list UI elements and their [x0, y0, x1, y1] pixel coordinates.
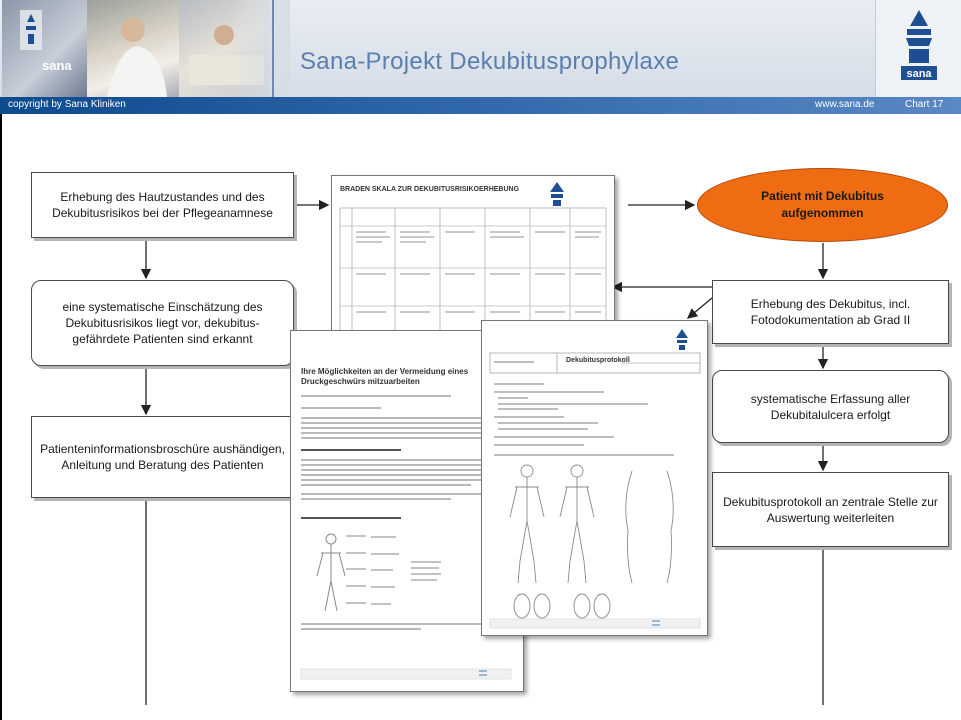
info-bar: copyright by Sana Kliniken www.sana.de C… [0, 97, 961, 114]
flow-left-step2-text: eine systematische Einschätzung des Deku… [62, 300, 263, 346]
header-divider [272, 0, 274, 97]
copyright-text: copyright by Sana Kliniken [8, 99, 126, 110]
header-photo-building: sana [2, 0, 87, 97]
header: sana Sana-Projekt Dekubitusprophylaxe sa… [0, 0, 961, 97]
logo-text: sana [906, 68, 932, 80]
protocol-content-graphic [489, 329, 701, 629]
sana-logo-icon: sana [901, 10, 937, 80]
flow-left-step1: Erhebung des Hautzustandes und des Dekub… [31, 172, 294, 238]
website-link[interactable]: www.sana.de [815, 99, 875, 110]
flow-left-step3: Patienteninformationsbroschüre aushändig… [31, 416, 294, 498]
photo-fade [230, 0, 290, 97]
flow-right-start: Patient mit Dekubitus aufgenommen [697, 168, 948, 242]
brochure-content-graphic [300, 395, 512, 680]
flow-left-step3-text: Patienteninformationsbroschüre aushändig… [40, 442, 285, 472]
flow-left-step2: eine systematische Einschätzung des Deku… [31, 280, 294, 366]
flow-right-step1-text: Erhebung des Dekubitus, incl. Fotodokume… [750, 297, 911, 327]
flow-right-step3-text: Dekubitusprotokoll an zentrale Stelle zu… [723, 494, 938, 525]
flow-right-step3: Dekubitusprotokoll an zentrale Stelle zu… [712, 472, 949, 547]
chart-number: Chart 17 [905, 99, 944, 110]
flow-right-step2-text: systematische Erfassung aller Dekubitalu… [750, 391, 911, 422]
page-title: Sana-Projekt Dekubitusprophylaxe [300, 48, 680, 75]
scale-table-graphic [339, 182, 607, 334]
sana-logo: sana [875, 0, 961, 97]
flow-left-step1-text: Erhebung des Hautzustandes und des Dekub… [52, 190, 273, 220]
dekubitus-protocol-document: Dekubitusprotokoll [481, 320, 708, 636]
flow-right-start-text: Patient mit Dekubitus aufgenommen [761, 189, 884, 220]
protocol-title: Dekubitusprotokoll [566, 357, 630, 364]
flow-right-step2: systematische Erfassung aller Dekubitalu… [712, 370, 949, 443]
brochure-title: Ihre Möglichkeiten an der Vermeidung ein… [301, 367, 469, 386]
photo-logo-text: sana [42, 58, 72, 73]
braden-scale-document: BRADEN SKALA ZUR DEKUBITUSRISIKOERHEBUNG [331, 175, 615, 337]
arrow-to-protocol [687, 297, 713, 319]
photo-sana-logo-icon: sana [20, 10, 72, 73]
scale-doc-title: BRADEN SKALA ZUR DEKUBITUSRISIKOERHEBUNG [340, 186, 520, 193]
header-photo-nurse [87, 0, 179, 97]
flow-right-step1: Erhebung des Dekubitus, incl. Fotodokume… [712, 280, 949, 344]
